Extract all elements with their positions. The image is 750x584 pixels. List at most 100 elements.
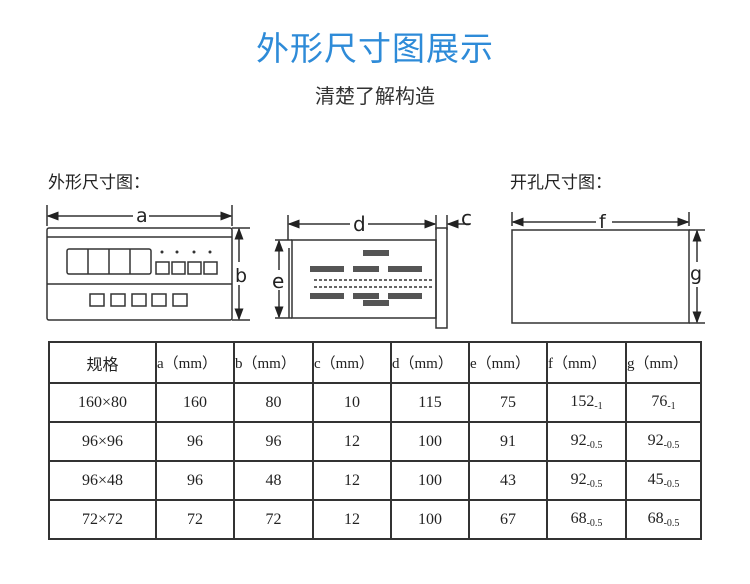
- cell-g: 68-0.5: [625, 499, 702, 540]
- cell-value: 92: [570, 432, 587, 449]
- cell-value: 80: [265, 393, 282, 411]
- dimension-a: a: [136, 205, 148, 227]
- cutout-dimension-label: 开孔尺寸图：: [510, 173, 612, 193]
- cell-e: 43: [468, 460, 548, 501]
- cell-value: 100: [418, 510, 442, 528]
- cutout-drawing: [511, 212, 705, 324]
- cell-value: 100: [418, 471, 442, 489]
- side-view-drawing: [274, 215, 470, 329]
- dimension-f: f: [599, 211, 607, 233]
- header-cell: c（mm）: [312, 341, 392, 384]
- table-header-row: 规格 a（mm） b（mm） c（mm） d（mm） e（mm） f（mm） g…: [48, 341, 702, 384]
- cell-g: 92-0.5: [625, 421, 702, 462]
- cell-spec: 160×80: [48, 382, 157, 423]
- cell-spec: 72×72: [48, 499, 157, 540]
- dimension-d: d: [353, 212, 366, 236]
- cell-value: 152: [570, 393, 595, 410]
- cell-c: 10: [312, 382, 392, 423]
- header-cell: d（mm）: [390, 341, 470, 384]
- cell-a: 96: [155, 421, 235, 462]
- tolerance: -0.5: [663, 518, 680, 529]
- dimension-b: b: [235, 265, 247, 287]
- cell-value: 96×96: [81, 432, 124, 450]
- cell-value: 68: [647, 510, 664, 527]
- cell-value: 72: [265, 510, 282, 528]
- cell-value: 100: [418, 432, 442, 450]
- dimension-table: 规格 a（mm） b（mm） c（mm） d（mm） e（mm） f（mm） g…: [48, 341, 702, 540]
- cell-value: 160: [183, 393, 207, 411]
- cell-value: 72×72: [81, 510, 124, 528]
- cell-value: 160×80: [77, 393, 128, 411]
- cell-value: 76: [651, 393, 668, 410]
- cell-c: 12: [312, 421, 392, 462]
- cell-spec: 96×96: [48, 421, 157, 462]
- page-subtitle: 清楚了解构造: [315, 84, 435, 108]
- cell-value: 12: [344, 432, 360, 450]
- cell-value: 10: [344, 393, 360, 411]
- cell-d: 115: [390, 382, 470, 423]
- tolerance: -0.5: [586, 479, 603, 490]
- dimension-drawings: a b d c e f g: [46, 205, 705, 329]
- header-cell: 规格: [48, 341, 157, 384]
- cell-c: 12: [312, 499, 392, 540]
- cell-d: 100: [390, 460, 470, 501]
- tolerance: -0.5: [663, 440, 680, 451]
- header-cell: b（mm）: [233, 341, 314, 384]
- cell-value: 75: [500, 393, 516, 411]
- cell-value: 92: [647, 432, 664, 449]
- outline-dimension-label: 外形尺寸图：: [48, 173, 150, 193]
- cell-b: 48: [233, 460, 314, 501]
- cell-value: 91: [500, 432, 516, 450]
- cell-g: 76-1: [625, 382, 702, 423]
- tolerance: -0.5: [586, 518, 603, 529]
- cell-value: 115: [418, 393, 442, 411]
- cell-b: 96: [233, 421, 314, 462]
- cell-spec: 96×48: [48, 460, 157, 501]
- dimension-c: c: [461, 206, 472, 230]
- header-cell: f（mm）: [546, 341, 627, 384]
- header-cell: g（mm）: [625, 341, 702, 384]
- cell-a: 160: [155, 382, 235, 423]
- cell-f: 152-1: [546, 382, 627, 423]
- cell-value: 43: [500, 471, 516, 489]
- cell-a: 72: [155, 499, 235, 540]
- tolerance: -0.5: [586, 440, 603, 451]
- cell-f: 92-0.5: [546, 421, 627, 462]
- header-cell: e（mm）: [468, 341, 548, 384]
- cell-d: 100: [390, 421, 470, 462]
- cell-value: 72: [187, 510, 203, 528]
- cell-g: 45-0.5: [625, 460, 702, 501]
- cell-d: 100: [390, 499, 470, 540]
- tolerance: -1: [594, 401, 603, 412]
- cell-value: 96: [187, 432, 203, 450]
- header-cell: a（mm）: [155, 341, 235, 384]
- dimension-g: g: [690, 263, 702, 285]
- cell-value: 96: [187, 471, 203, 489]
- cell-b: 80: [233, 382, 314, 423]
- cell-value: 67: [500, 510, 516, 528]
- dimension-e: e: [272, 269, 284, 293]
- cell-c: 12: [312, 460, 392, 501]
- front-view-drawing: [46, 205, 250, 321]
- cell-e: 67: [468, 499, 548, 540]
- tolerance: -1: [667, 401, 676, 412]
- cell-f: 68-0.5: [546, 499, 627, 540]
- cell-f: 92-0.5: [546, 460, 627, 501]
- cell-value: 68: [570, 510, 587, 527]
- cell-value: 96: [265, 432, 282, 450]
- cell-value: 45: [647, 471, 664, 488]
- cell-e: 75: [468, 382, 548, 423]
- cell-value: 96×48: [81, 471, 124, 489]
- cell-b: 72: [233, 499, 314, 540]
- cell-a: 96: [155, 460, 235, 501]
- cell-value: 12: [344, 510, 360, 528]
- tolerance: -0.5: [663, 479, 680, 490]
- cell-e: 91: [468, 421, 548, 462]
- cell-value: 48: [265, 471, 282, 489]
- cell-value: 12: [344, 471, 360, 489]
- cell-value: 92: [570, 471, 587, 488]
